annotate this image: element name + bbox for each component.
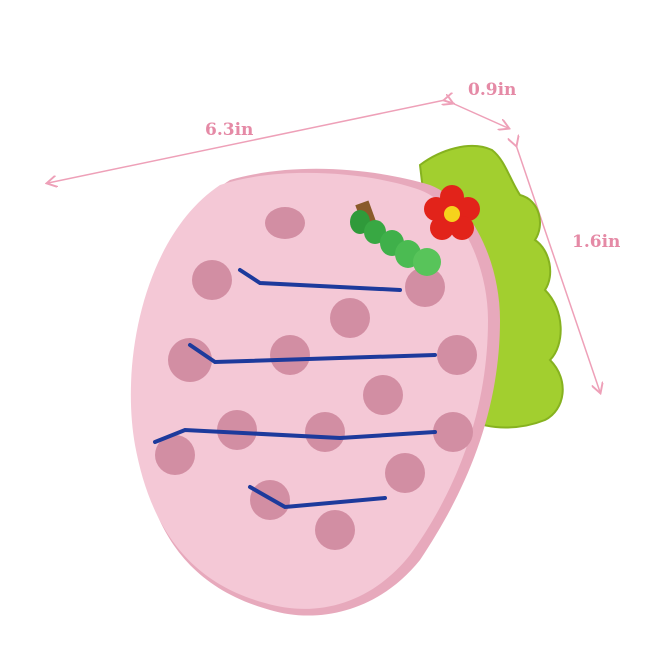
height-label: 1.6in [572, 232, 621, 252]
length-arrow [48, 100, 445, 183]
height-arrow [516, 145, 600, 392]
caterpillar-bead [350, 200, 441, 276]
depth-label: 0.9in [468, 80, 517, 100]
lacing-string [153, 268, 437, 510]
length-label: 6.3in [205, 120, 254, 140]
depth-arrow [452, 103, 508, 128]
strawberry-body [130, 172, 488, 609]
flower-icon [424, 185, 480, 240]
lacing-holes [155, 207, 477, 550]
